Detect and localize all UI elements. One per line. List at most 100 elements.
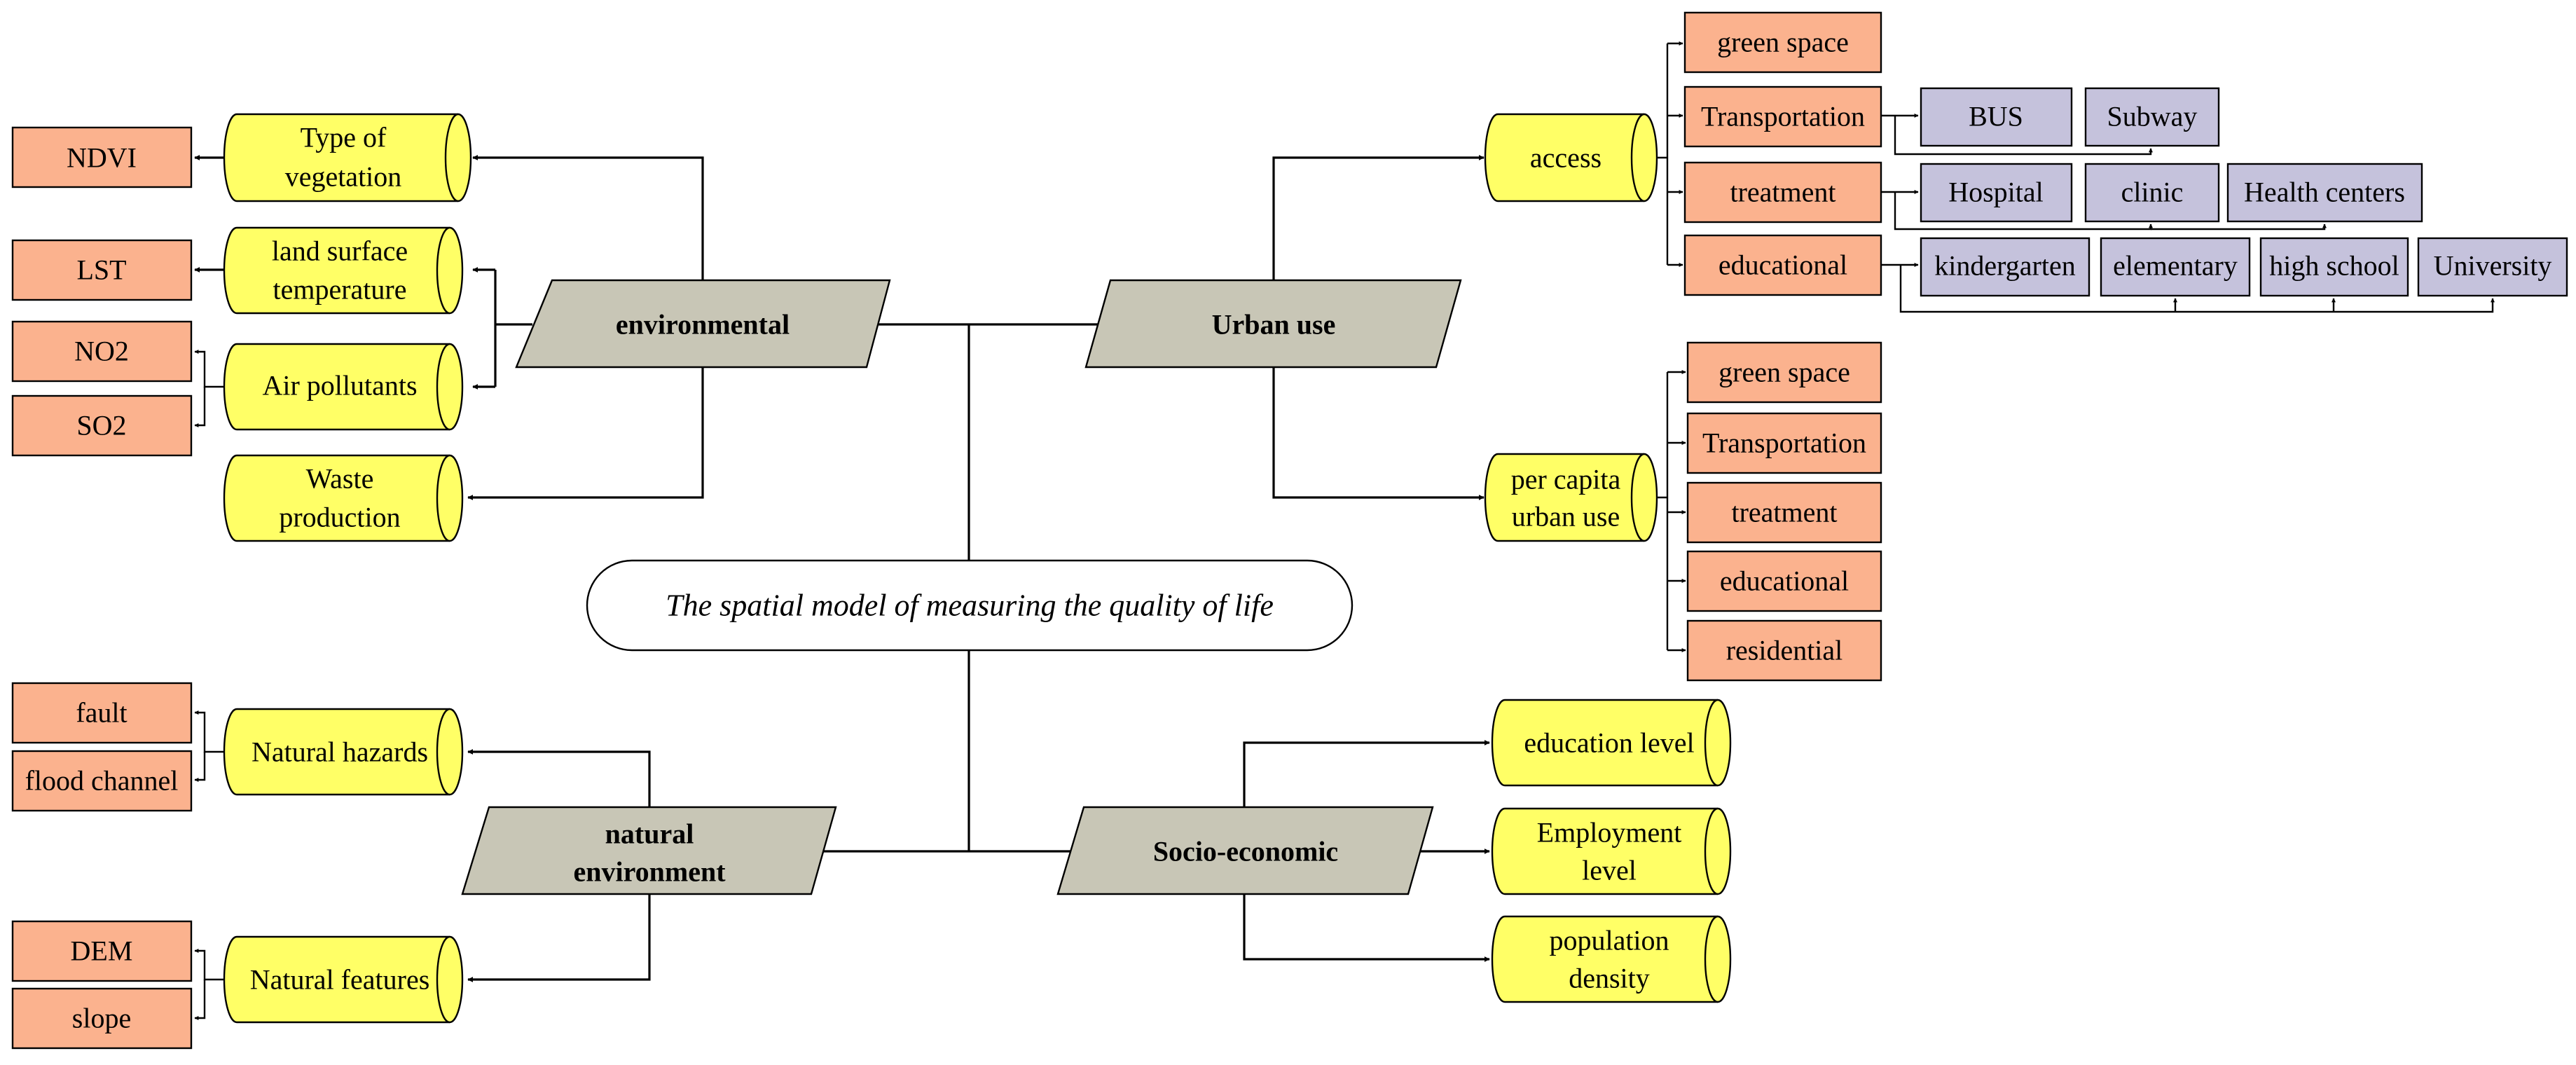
natural-environment-label-line1: natural xyxy=(605,818,694,850)
slope-label: slope xyxy=(72,1003,131,1034)
cyl-population-density xyxy=(1491,915,1732,1003)
environmental-label: environmental xyxy=(616,309,790,341)
hospital-box: Hospital xyxy=(1920,163,2073,223)
health-centers-label: Health centers xyxy=(2244,177,2405,208)
ndvi-box: NDVI xyxy=(11,126,193,188)
type-of-vegetation-line2: vegetation xyxy=(285,161,402,193)
elementary-box: elementary xyxy=(2100,237,2251,297)
arrow-urban-to-access xyxy=(1272,155,1485,280)
access-educational-box: educational xyxy=(1683,234,1882,296)
so2-box: SO2 xyxy=(11,394,193,457)
so2-label: SO2 xyxy=(76,410,126,441)
arrow-to-subway xyxy=(1894,116,2153,156)
environmental-node: environmental xyxy=(515,279,891,369)
cyl-employment-level xyxy=(1491,807,1732,895)
population-density-line2: density xyxy=(1569,963,1650,994)
arrow-urban-to-per-capita xyxy=(1272,367,1485,500)
socio-economic-label: Socio-economic xyxy=(1153,836,1338,867)
natural-features-label: Natural features xyxy=(250,964,430,996)
clinic-label: clinic xyxy=(2121,177,2184,208)
type-of-vegetation-line1: Type of xyxy=(301,122,387,153)
population-density-line1: population xyxy=(1549,925,1669,956)
per-capita-line1: per capita xyxy=(1511,464,1621,495)
arrow-to-no2 xyxy=(194,350,224,388)
natural-environment-label-line2: environment xyxy=(573,856,726,888)
access-treatment-box: treatment xyxy=(1683,161,1882,224)
connectors xyxy=(194,41,2495,1020)
access-transportation-box: Transportation xyxy=(1683,85,1882,148)
arrow-nat-to-hazards xyxy=(467,749,651,807)
cyl-natural-features xyxy=(223,935,464,1024)
flood-channel-label: flood channel xyxy=(25,765,179,797)
pc-educational-box: educational xyxy=(1686,550,1882,612)
arrow-socio-to-education xyxy=(1243,740,1490,807)
access-green-space-label: green space xyxy=(1717,27,1849,58)
pc-residential-label: residential xyxy=(1726,635,1843,666)
waste-production-line2: production xyxy=(279,502,400,533)
center-title-node: The spatial model of measuring the quali… xyxy=(586,559,1354,652)
subway-label: Subway xyxy=(2107,101,2198,132)
ndvi-label: NDVI xyxy=(67,142,137,174)
high-school-box: high school xyxy=(2259,237,2409,297)
center-title: The spatial model of measuring the quali… xyxy=(666,589,1274,623)
hospital-label: Hospital xyxy=(1948,177,2044,208)
pc-transportation-box: Transportation xyxy=(1686,412,1882,474)
access-transportation-label: Transportation xyxy=(1701,101,1865,132)
slope-box: slope xyxy=(11,987,193,1050)
air-pollutants-label: Air pollutants xyxy=(262,370,417,401)
cyl-land-surface-temperature xyxy=(223,226,464,315)
pc-residential-box: residential xyxy=(1686,619,1882,682)
arrow-nat-to-features xyxy=(467,894,651,982)
arrow-env-to-waste xyxy=(467,367,704,500)
arrow-socio-to-population xyxy=(1243,894,1490,962)
health-centers-box: Health centers xyxy=(2226,163,2423,223)
kindergarten-label: kindergarten xyxy=(1934,250,2075,282)
pc-transportation-label: Transportation xyxy=(1702,427,1866,459)
access-green-space-box: green space xyxy=(1683,11,1882,74)
cyl-type-of-vegetation xyxy=(223,113,472,202)
subway-box: Subway xyxy=(2084,87,2220,147)
clinic-box: clinic xyxy=(2084,163,2220,223)
arrow-to-slope xyxy=(194,980,206,1020)
high-school-label: high school xyxy=(2269,250,2399,282)
arrow-to-so2 xyxy=(194,387,206,427)
flood-channel-box: flood channel xyxy=(11,750,193,812)
arrow-env-to-vegetation xyxy=(472,155,704,280)
fault-label: fault xyxy=(76,697,127,729)
dem-label: DEM xyxy=(71,935,133,967)
university-box: University xyxy=(2417,237,2568,297)
kindergarten-box: kindergarten xyxy=(1920,237,2091,297)
socio-economic-node: Socio-economic xyxy=(1056,806,1434,895)
cyl-access xyxy=(1484,113,1658,202)
lst-label: LST xyxy=(76,254,126,286)
cylinders xyxy=(223,113,1732,1024)
arrow-to-health-centers xyxy=(2151,224,2327,231)
access-educational-label: educational xyxy=(1719,249,1847,281)
fault-box: fault xyxy=(11,682,193,744)
pc-green-space-label: green space xyxy=(1719,357,1850,388)
urban-use-label: Urban use xyxy=(1212,309,1336,341)
no2-label: NO2 xyxy=(74,336,129,367)
employment-level-line1: Employment xyxy=(1537,817,1682,848)
elementary-label: elementary xyxy=(2113,250,2238,282)
pc-treatment-label: treatment xyxy=(1731,497,1837,528)
bus-box: BUS xyxy=(1920,87,2073,147)
natural-hazards-label: Natural hazards xyxy=(252,736,428,768)
cyl-air-pollutants xyxy=(223,343,464,431)
lst-box: LST xyxy=(11,239,193,301)
per-capita-line2: urban use xyxy=(1512,501,1620,532)
cyl-education-level xyxy=(1491,699,1732,787)
cyl-natural-hazards xyxy=(223,708,464,796)
arrow-to-university xyxy=(1899,265,2495,313)
education-level-label: education level xyxy=(1524,727,1694,759)
access-treatment-label: treatment xyxy=(1730,177,1835,208)
pc-educational-label: educational xyxy=(1720,565,1849,597)
land-surface-temperature-line1: land surface xyxy=(272,235,408,267)
urban-use-node: Urban use xyxy=(1084,279,1462,369)
pc-green-space-box: green space xyxy=(1686,341,1882,404)
dem-box: DEM xyxy=(11,920,193,982)
university-label: University xyxy=(2434,250,2552,282)
arrow-to-flood-channel xyxy=(194,752,206,782)
no2-box: NO2 xyxy=(11,320,193,383)
